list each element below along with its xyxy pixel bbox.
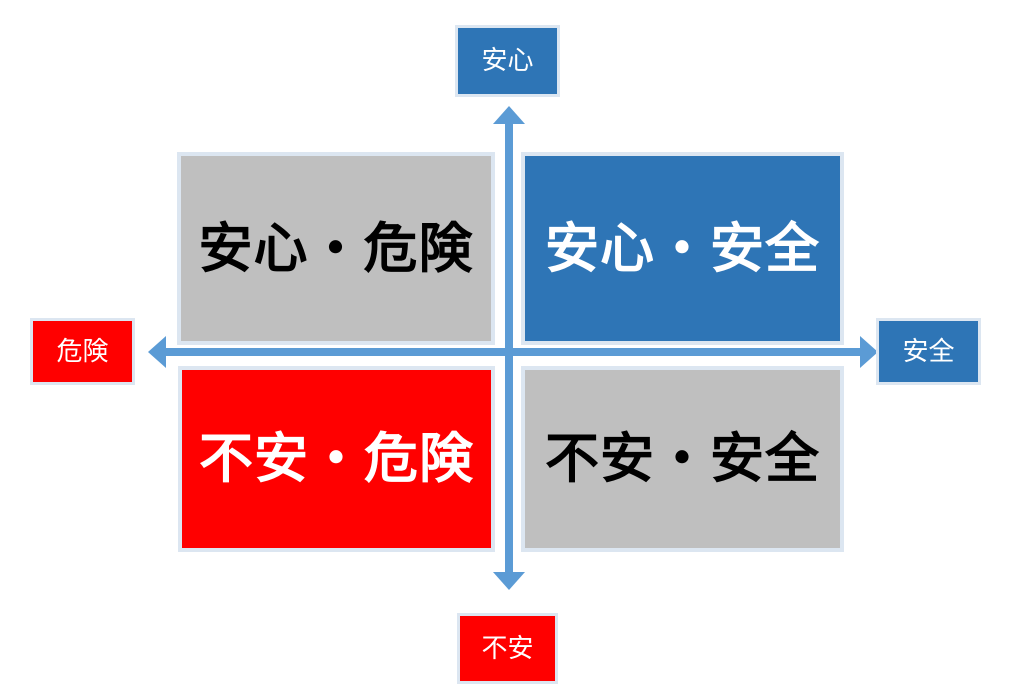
arrow-right-icon	[860, 336, 878, 368]
quadrant-top-right: 安心・安全	[521, 152, 844, 345]
quadrant-bottom-right: 不安・安全	[521, 366, 844, 552]
axis-label-top: 安心	[455, 25, 560, 97]
quadrant-bottom-left: 不安・危険	[178, 366, 495, 552]
arrow-down-icon	[493, 572, 525, 590]
horizontal-axis-line	[163, 348, 863, 356]
axis-label-left: 危険	[30, 318, 135, 385]
quadrant-top-left: 安心・危険	[177, 152, 495, 345]
arrow-up-icon	[493, 106, 525, 124]
axis-label-bottom: 不安	[457, 613, 558, 684]
axis-label-right: 安全	[876, 318, 981, 385]
arrow-left-icon	[148, 336, 166, 368]
vertical-axis-line	[505, 120, 513, 575]
